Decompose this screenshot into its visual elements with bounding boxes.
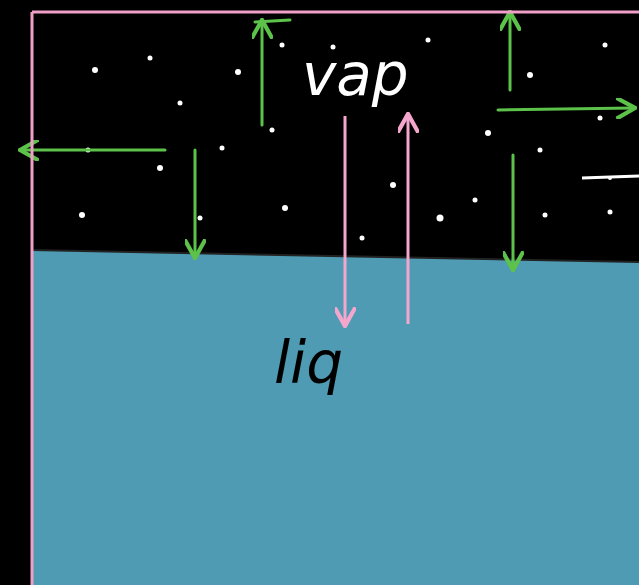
phase-transfer-arrow: [407, 116, 410, 324]
surface-line: [32, 250, 639, 262]
molecule-motion-arrows: [22, 14, 633, 268]
liquid-band: liq: [32, 252, 639, 585]
phase-label: vap: [302, 46, 409, 104]
liquid-region: [32, 250, 639, 585]
vapor-dash: [582, 176, 639, 178]
phase-transfer-arrow: [344, 116, 347, 324]
container-wall: [32, 11, 639, 14]
container-wall: [31, 12, 34, 585]
vapor-band: vap: [32, 12, 639, 250]
phase-label: liq: [274, 334, 343, 392]
vapor-region: [32, 12, 639, 262]
